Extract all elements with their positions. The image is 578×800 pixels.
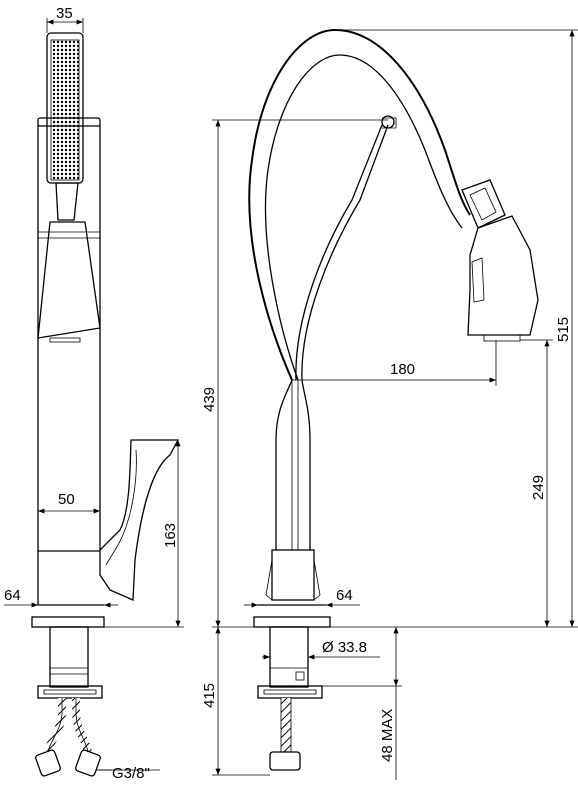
thread-size-label: G3/8" (112, 765, 150, 782)
dim-163-label: 163 (162, 523, 179, 548)
base-plate (31, 616, 105, 628)
threaded-shank (49, 626, 89, 688)
dim-415-label: 415 (201, 683, 218, 708)
front-view: 439 180 515 249 64 Ø 33.8 415 48 MAX (201, 28, 578, 780)
dim-515-label: 515 (555, 317, 572, 342)
dim-48-max-label: 48 MAX (379, 709, 396, 762)
hand-shower-grip (50, 39, 80, 181)
shower-collar (37, 117, 101, 127)
mounting-nut (37, 685, 103, 699)
dim-249-label: 249 (530, 475, 547, 500)
pullout-shower-head (467, 215, 539, 336)
front-hose-fitting (269, 751, 301, 771)
front-mounting-nut (257, 685, 323, 699)
dim-64-left-label: 64 (4, 587, 21, 604)
dim-33-8-label: Ø 33.8 (322, 639, 367, 656)
dim-439-label: 439 (201, 387, 218, 412)
pullout-hose (301, 124, 389, 381)
hose-fitting-right (75, 749, 101, 777)
spout-inner (264, 54, 463, 381)
hand-shower-body (37, 221, 101, 339)
spout-body (271, 549, 315, 601)
front-shank (269, 626, 309, 688)
dim-35-label: 35 (56, 5, 73, 22)
side-view: 35 50 163 64 G3/8" (4, 5, 184, 782)
spout-connector (461, 179, 506, 229)
lever-handle (99, 439, 180, 601)
dim-50-label: 50 (58, 491, 75, 508)
hose-fitting-left (35, 749, 61, 777)
dim-180-label: 180 (390, 361, 415, 378)
spout-outer (248, 28, 471, 381)
dim-64-right-label: 64 (336, 587, 353, 604)
hand-shower-taper (55, 182, 79, 221)
front-base-plate (253, 616, 331, 628)
